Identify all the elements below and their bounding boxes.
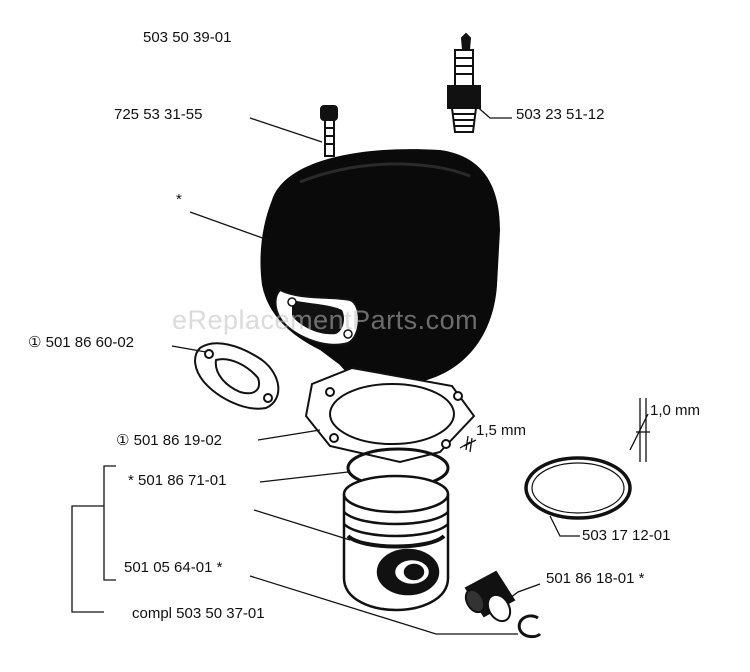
large-ring-label: 503 17 12-01 <box>582 527 671 544</box>
exhaust-gasket <box>194 342 280 410</box>
circlip <box>517 614 542 639</box>
exhaust-gasket-label: ① 501 86 60-02 <box>28 334 135 351</box>
large-ring <box>524 456 632 520</box>
piston-label: 501 05 64-01 * <box>124 559 223 576</box>
watermark: eReplacementParts.com <box>172 305 479 335</box>
screw-label: 725 53 31-55 <box>114 106 203 123</box>
ring-thickness-label: 1,5 mm <box>476 422 527 439</box>
assembly-number-label: 503 50 39-01 <box>143 29 232 46</box>
piston-ring-label: * 501 86 71-01 <box>128 472 227 489</box>
needle-bearing <box>464 570 516 623</box>
spark-plug-label: 503 23 51-12 <box>516 106 605 123</box>
spark-plug <box>447 32 481 133</box>
thickness-marks <box>463 398 650 462</box>
screw <box>320 105 338 157</box>
cylinder-asterisk-label: * <box>176 191 182 208</box>
kit-bracket <box>71 465 116 613</box>
base-gasket-label: ① 501 86 19-02 <box>116 432 223 449</box>
piston-kit-label: compl 503 50 37-01 <box>132 605 265 622</box>
needle-bearing-label: 501 86 18-01 * <box>546 570 645 587</box>
large-ring-thickness-label: 1,0 mm <box>650 402 701 419</box>
cylinder <box>260 149 500 386</box>
base-gasket <box>304 366 476 464</box>
piston <box>342 474 450 612</box>
